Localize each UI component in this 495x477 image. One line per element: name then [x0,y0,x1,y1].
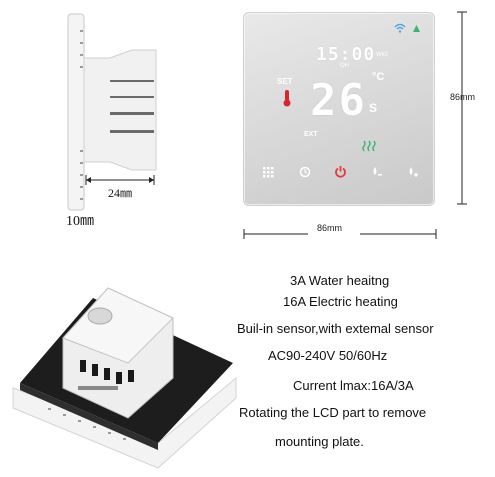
s-label: S [369,101,378,115]
spec-current: Current lmax:16A/3A [293,378,414,393]
menu-grid-icon[interactable] [262,166,274,178]
spec-electric-heating: 16A Electric heating [283,294,398,309]
status-led-icon [413,25,420,32]
spec-sensor: Buil-in sensor,with extemal sensor [237,321,434,336]
wifi-icon [394,23,406,33]
spec-removal-line1: Rotating the LCD part to remove [239,405,427,420]
thermometer-icon [283,90,291,107]
heating-icon [362,140,376,152]
height-dimension-label: 86mm [450,92,476,102]
ext-label: EXT [304,131,318,138]
width-dimension-line [243,229,437,239]
spec-voltage: AC90-240V 50/60Hz [268,348,388,363]
depth-dimension-label: 24㎜ [108,186,133,200]
temperature-display: 26 [310,75,367,126]
thermostat-side-view [67,13,157,211]
height-dimension-line [457,11,467,205]
clock-icon[interactable] [299,166,311,178]
time-display: 15:00 [316,44,376,65]
power-icon[interactable] [334,165,347,178]
set-label: SET [277,77,293,86]
thermostat-front-panel: 15:00 Wk0 OH SET 26 °C S EXT [243,12,435,206]
spec-water-heating: 3A Water heaitng [290,273,390,288]
unit-label: °C [372,71,385,83]
width-dimension-label-front: 86mm [317,223,343,233]
week-label: Wk0 [376,52,388,58]
oh-label: OH [340,63,349,69]
width-dimension-label: 10㎜ [66,214,94,229]
thermostat-back-photo [12,287,237,469]
temp-up-icon[interactable] [407,166,419,178]
spec-removal-line2: mounting plate. [275,434,364,449]
temp-down-icon[interactable] [371,166,383,178]
